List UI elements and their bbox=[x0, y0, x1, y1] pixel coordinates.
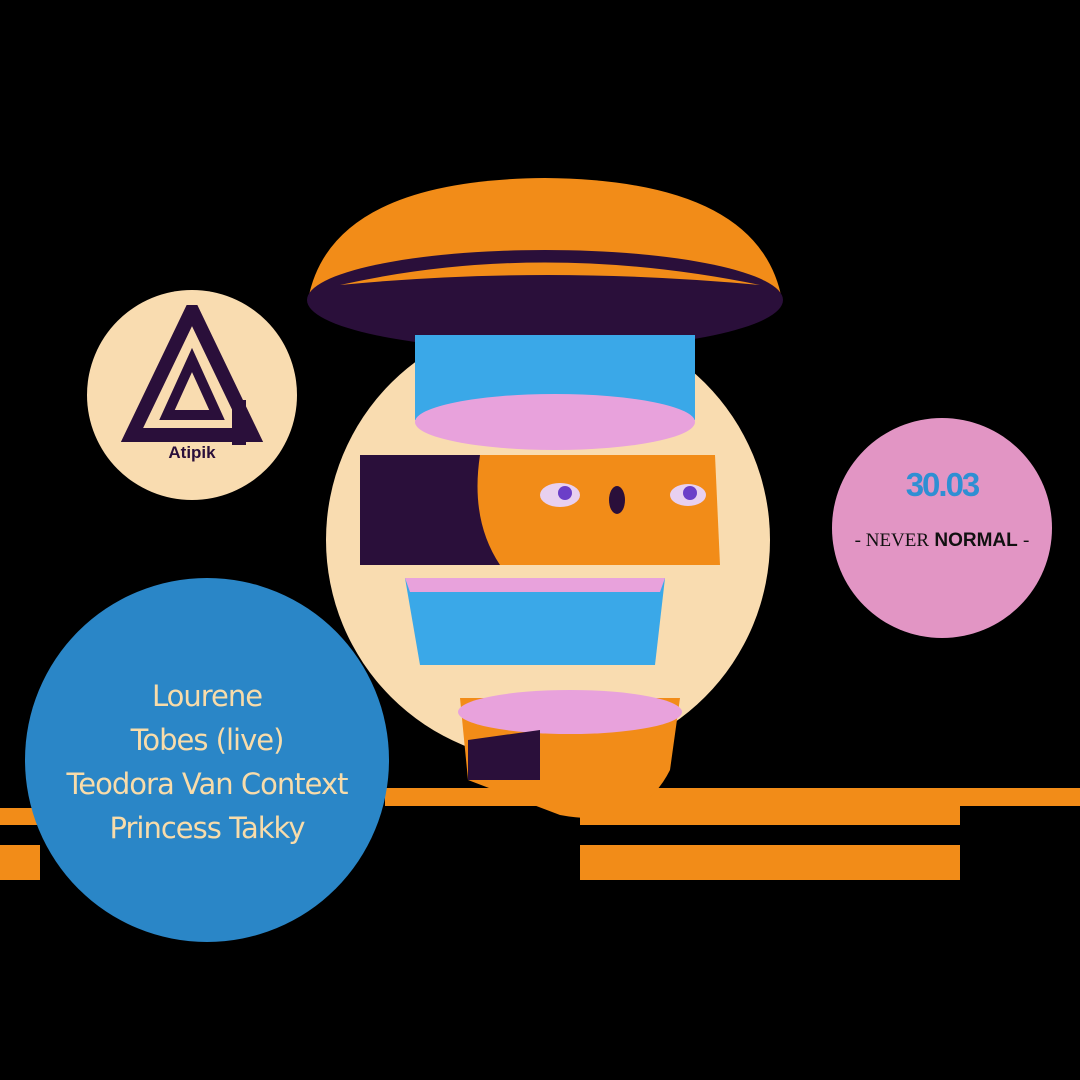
orange-stripe bbox=[580, 845, 960, 880]
tagline-bold: NORMAL bbox=[934, 530, 1018, 551]
date-badge: 30.03 - NEVER NORMAL - bbox=[832, 418, 1052, 638]
brand-name: Atipik bbox=[168, 443, 216, 462]
atipik-logo: Atipik bbox=[87, 290, 297, 500]
orange-stripe bbox=[960, 788, 1080, 806]
lineup-badge: Lourene Tobes (live) Teodora Van Context… bbox=[25, 578, 389, 942]
artist-name: Lourene bbox=[151, 679, 263, 713]
tagline-prefix: - NEVER bbox=[854, 530, 930, 551]
event-date: 30.03 bbox=[905, 466, 981, 503]
artist-name: Princess Takky bbox=[109, 811, 306, 845]
triangle-logo-icon bbox=[120, 305, 264, 445]
orange-stripe bbox=[580, 806, 960, 825]
tagline: - NEVER NORMAL - bbox=[832, 530, 1052, 552]
artist-name: Teodora Van Context bbox=[66, 767, 349, 801]
orange-stripe bbox=[0, 808, 40, 825]
artist-name: Tobes (live) bbox=[130, 723, 285, 757]
lineup-list: Lourene Tobes (live) Teodora Van Context… bbox=[25, 674, 389, 850]
tagline-suffix: - bbox=[1023, 530, 1030, 551]
orange-stripe bbox=[0, 845, 40, 880]
